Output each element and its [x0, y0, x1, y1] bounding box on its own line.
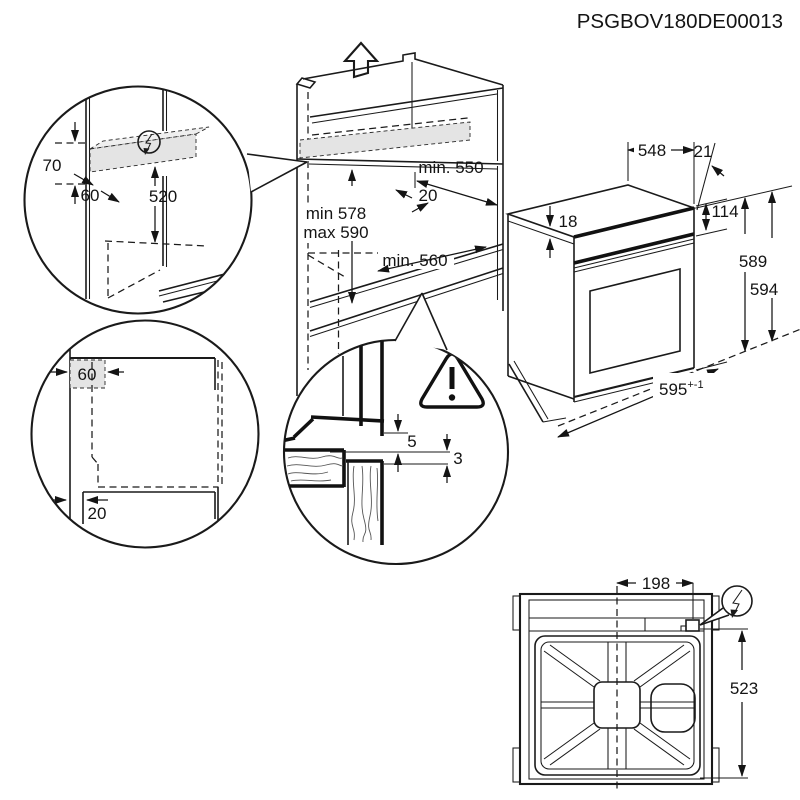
dim-height-594-label: 594: [750, 280, 778, 299]
dim-offset-20-label: 20: [419, 186, 438, 205]
detail-gap-section: 5 3: [282, 292, 510, 566]
lightning-bolt-icon: [137, 130, 161, 154]
dim-plinth-60-label: 60: [78, 365, 97, 384]
oven-door-window: [589, 267, 681, 375]
mains-connection-box: [685, 619, 700, 632]
drawing-code: PSGBOV180DE00013: [577, 10, 783, 33]
dim-height-min-label: min 578: [306, 204, 366, 223]
dim-depth-bottom-label: min. 560: [382, 251, 447, 270]
dim-70-label: 70: [43, 156, 62, 175]
dim-gap-3-label: 3: [453, 449, 462, 468]
dim-523-label: 523: [730, 679, 758, 698]
electrical-zone-strip: [299, 121, 471, 159]
oven-top-view: 198 523: [512, 573, 758, 793]
dim-height-max-label: max 590: [303, 223, 368, 242]
dim-top-18-label: 18: [559, 212, 578, 231]
dim-520-label: 520: [149, 187, 177, 206]
detail-plinth-top-view: 60 20: [30, 319, 260, 549]
side-bracket-zone: [69, 359, 106, 389]
dim-door-21-label: 21: [694, 142, 713, 161]
dim-height-589-label: 589: [739, 252, 767, 271]
dim-198-label: 198: [642, 574, 670, 593]
oven-drawing: 548 21 18 114 589 594 595+-1: [505, 141, 800, 438]
dim-panel-114-label: 114: [711, 202, 738, 221]
dim-width-595-label: 595+-1: [659, 379, 704, 399]
detail-electrical-space: 70 60 520: [23, 85, 308, 315]
cabinet-drawing: min. 550 20 min 578 max 590 min. 560: [295, 41, 504, 396]
dim-depth-548-label: 548: [638, 141, 666, 160]
up-arrow-icon: [342, 41, 380, 79]
dim-gap-5-label: 5: [407, 432, 416, 451]
dim-plinth-20-label: 20: [88, 504, 107, 523]
dim-depth-top-label: min. 550: [418, 158, 483, 177]
dim-60-label: 60: [81, 186, 100, 205]
warning-triangle-icon: [419, 352, 485, 409]
lightning-bolt-icon: [721, 585, 753, 617]
